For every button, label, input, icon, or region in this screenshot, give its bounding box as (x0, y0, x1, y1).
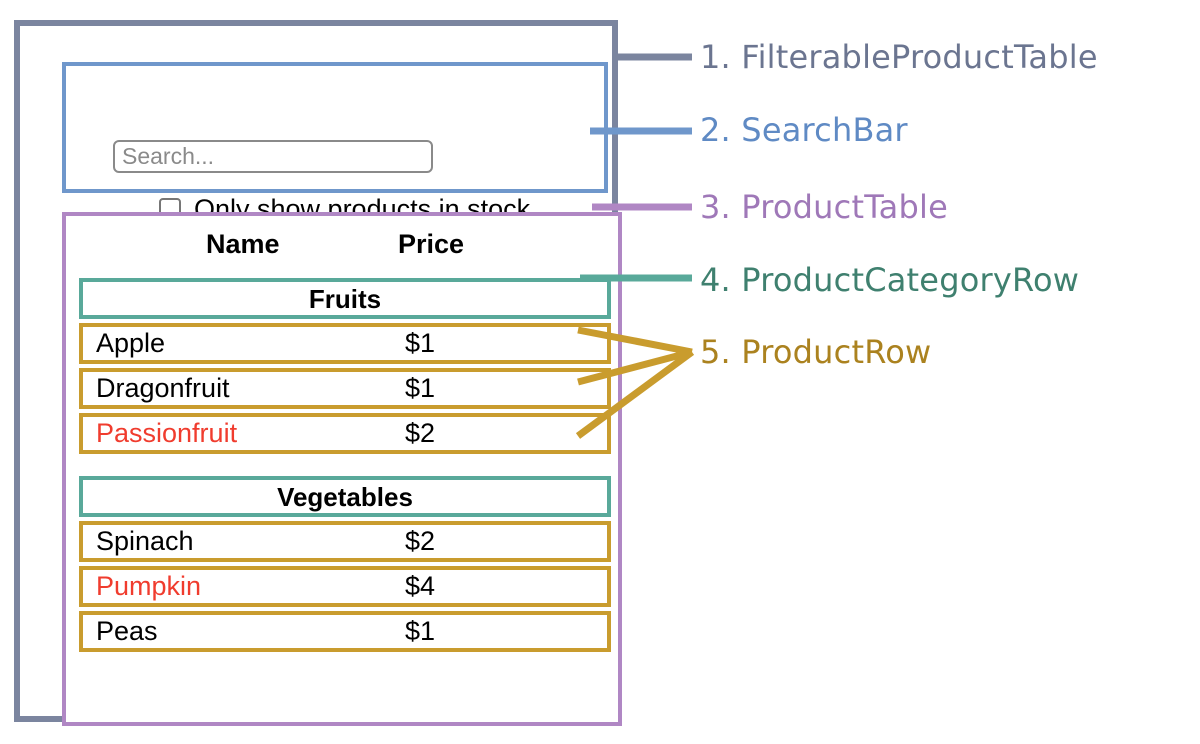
product-row-name: Pumpkin (96, 571, 202, 601)
product-row-name: Peas (96, 616, 158, 646)
product-table: Name Price Fruits Apple $1 Dragonfruit $… (62, 212, 622, 726)
table-header-row: Name Price (66, 226, 618, 262)
product-row: Passionfruit $2 (79, 413, 611, 454)
product-row: Dragonfruit $1 (79, 368, 611, 409)
product-row-price: $2 (405, 418, 436, 448)
table-body: Fruits Apple $1 Dragonfruit $1 Passionfr… (79, 278, 611, 656)
filterable-product-table: Only show products in stock Name Price F… (14, 20, 622, 726)
column-header-name: Name (206, 228, 280, 259)
product-row-name: Passionfruit (96, 418, 238, 448)
product-row: Apple $1 (79, 323, 611, 364)
annotation-label-product-row: 5. ProductRow (700, 333, 932, 371)
product-row: Peas $1 (79, 611, 611, 652)
annotation-label-product-category-row: 4. ProductCategoryRow (700, 261, 1080, 299)
product-row: Pumpkin $4 (79, 566, 611, 607)
column-header-price: Price (398, 228, 465, 259)
search-bar: Only show products in stock (62, 62, 608, 222)
product-row-price: $1 (405, 328, 436, 358)
product-category-row: Fruits (79, 278, 611, 319)
product-category-row-label: Fruits (308, 283, 382, 314)
annotation-label-product-table: 3. ProductTable (700, 188, 948, 226)
product-row-name: Spinach (96, 526, 194, 556)
product-row-price: $1 (405, 616, 436, 646)
product-row: Spinach $2 (79, 521, 611, 562)
product-row-name: Dragonfruit (96, 373, 230, 403)
product-row-price: $4 (405, 571, 436, 601)
group-spacer (79, 458, 611, 476)
product-row-price: $2 (405, 526, 436, 556)
annotation-label-search-bar: 2. SearchBar (700, 111, 908, 149)
product-category-row: Vegetables (79, 476, 611, 517)
annotation-label-filterable-product-table: 1. FilterableProductTable (700, 38, 1098, 76)
product-row-price: $1 (405, 373, 436, 403)
product-category-row-label: Vegetables (277, 481, 413, 512)
product-row-name: Apple (96, 328, 166, 358)
search-input[interactable] (113, 140, 433, 173)
